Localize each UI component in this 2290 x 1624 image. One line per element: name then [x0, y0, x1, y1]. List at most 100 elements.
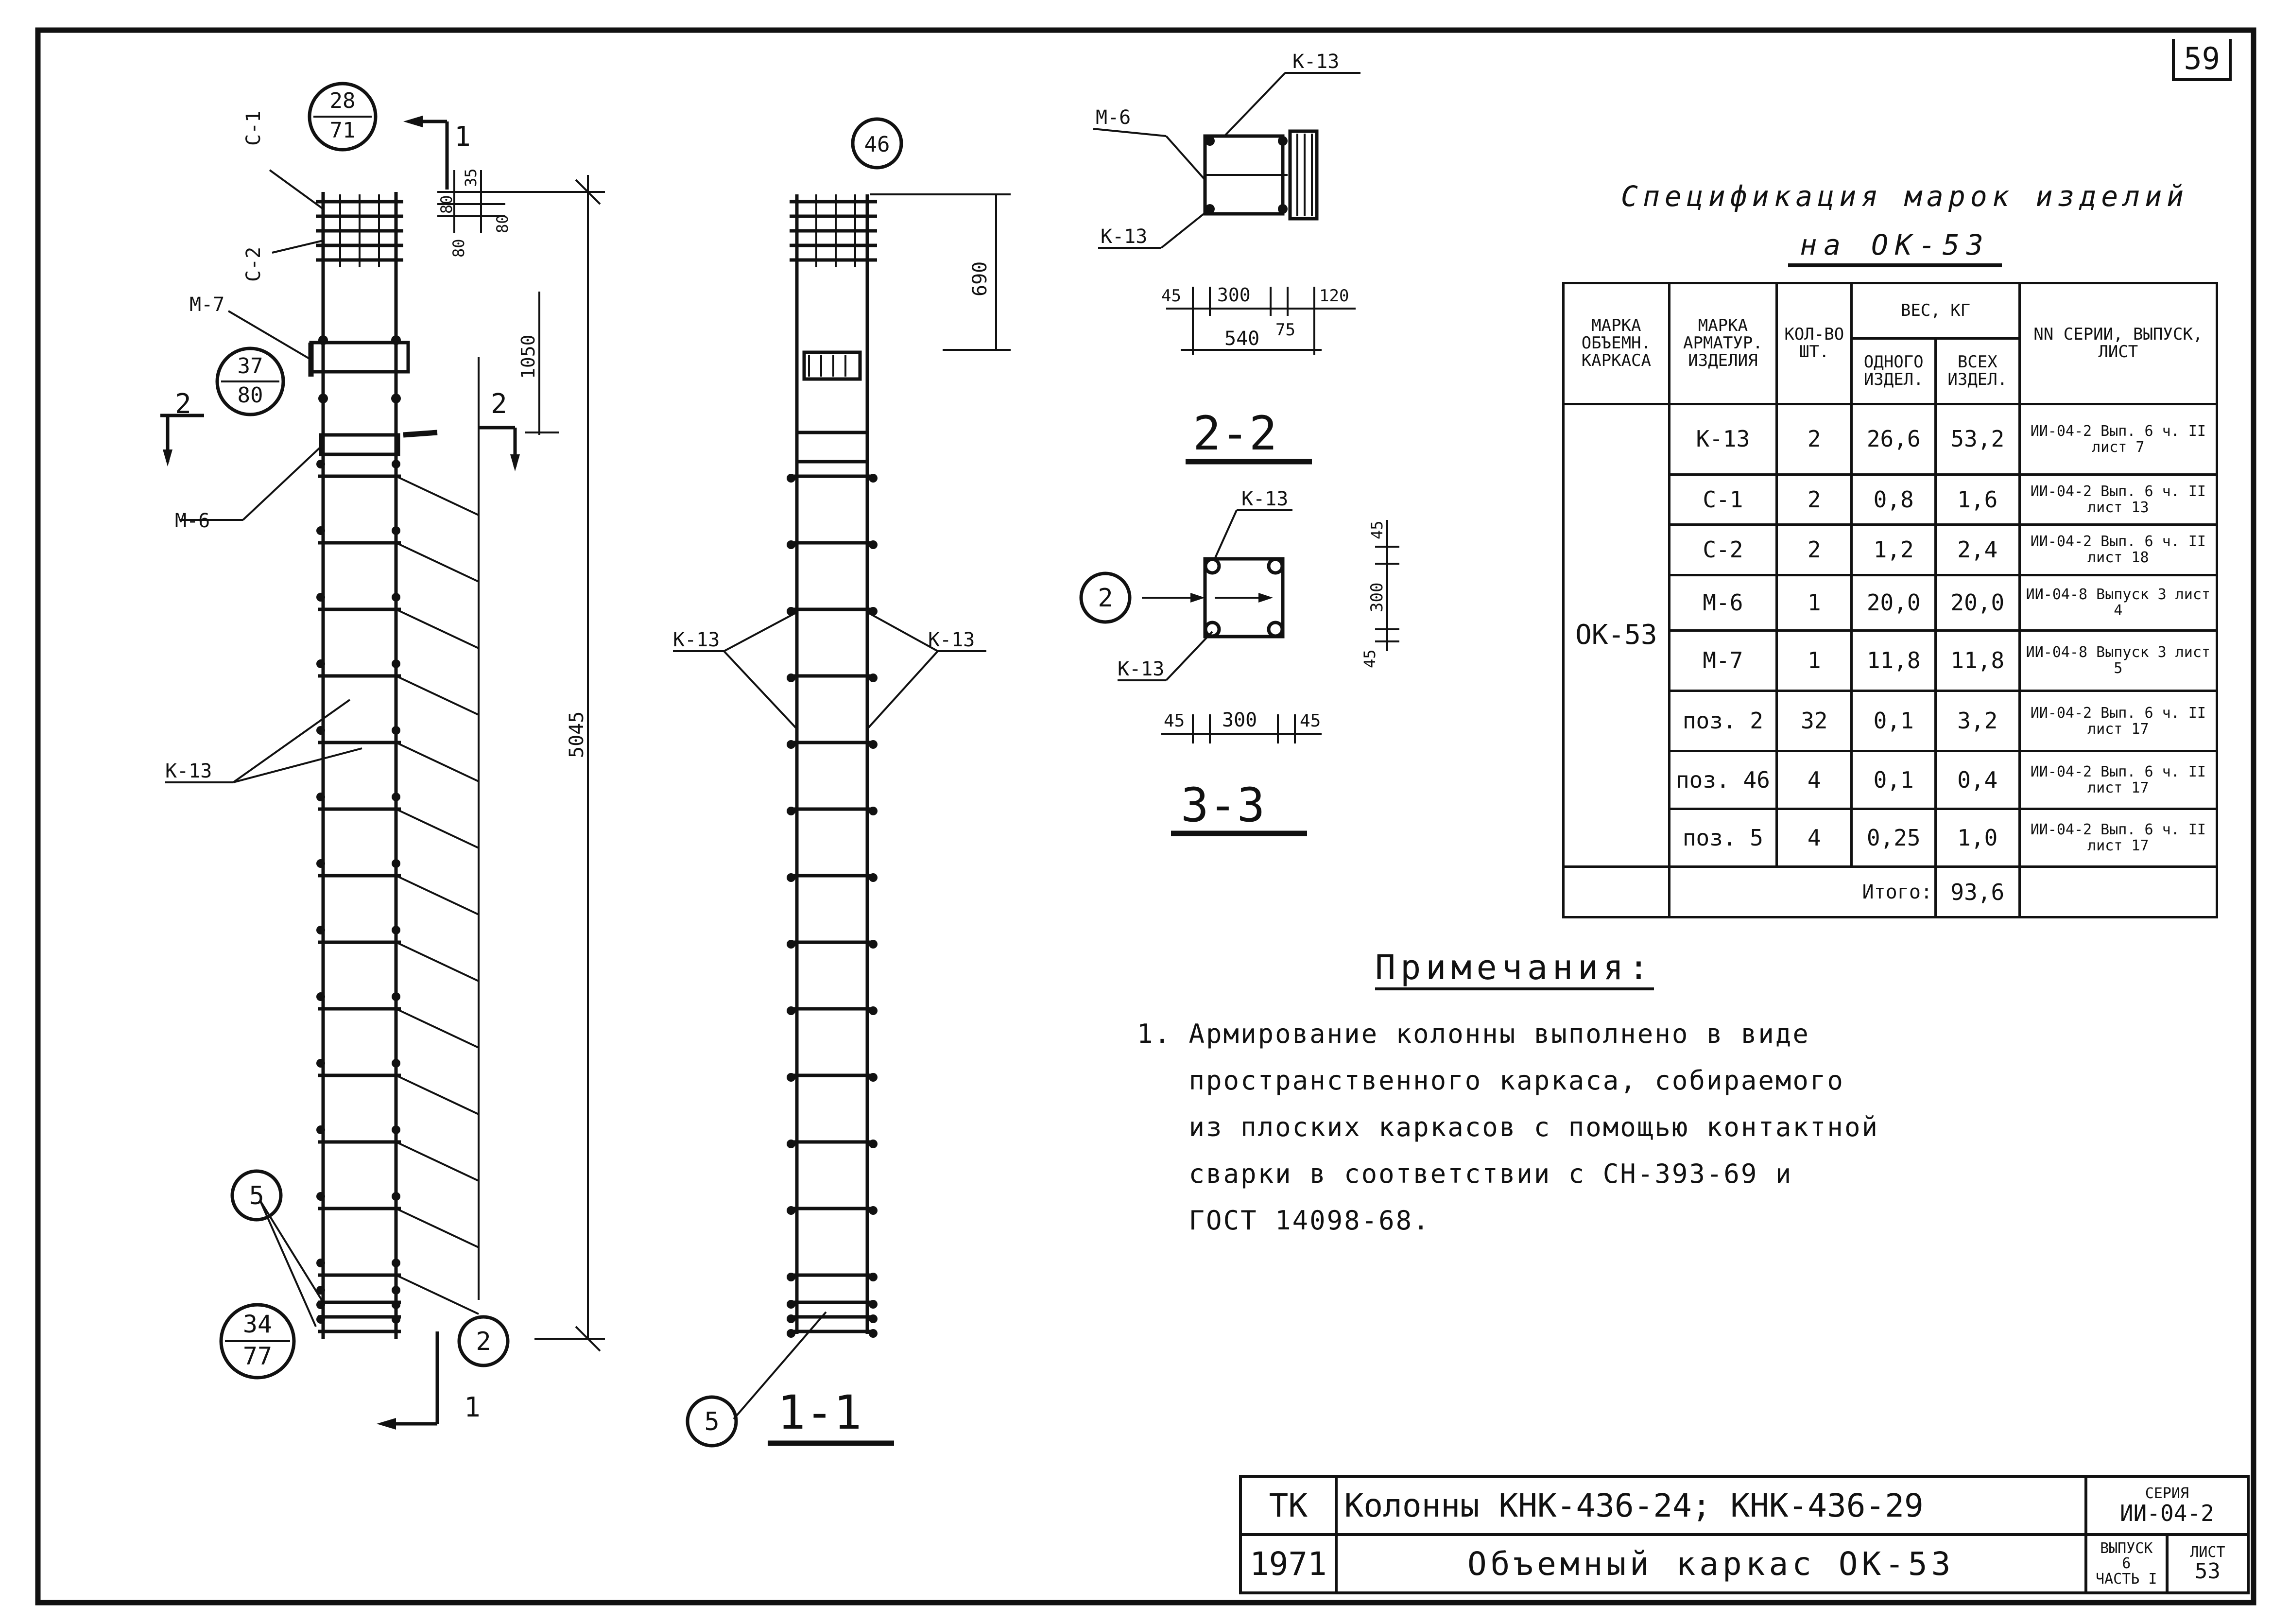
bar-dot [316, 1059, 325, 1068]
cell-one: 26,6 [1850, 402, 1937, 476]
leader-line [396, 1274, 479, 1315]
cell-qty: 4 [1775, 808, 1853, 868]
table-row: поз. 46 4 0,1 0,4 ИИ-04-2 Вып. 6 ч. II л… [1564, 750, 2219, 811]
cell-qty: 4 [1775, 750, 1853, 811]
hdr-weight-one: ОДНОГО ИЗДЕЛ. [1850, 337, 1937, 405]
sheet-frame [35, 27, 2256, 1606]
dim-690: 690 [969, 261, 991, 296]
dim-5045: 5045 [566, 711, 588, 758]
table-row: М-6 1 20,0 20,0 ИИ-04-8 Выпуск 3 лист 4 [1564, 573, 2219, 632]
cell-item: М-6 [1668, 573, 1778, 632]
table-row: С-1 2 0,8 1,6 ИИ-04-2 Вып. 6 ч. II лист … [1564, 473, 2219, 526]
cell-all: 0,4 [1934, 750, 2021, 811]
cell-item: С-2 [1668, 523, 1778, 576]
bar-dot [316, 1192, 325, 1201]
cell-series: ИИ-04-2 Вып. 6 ч. II лист 17 [2018, 808, 2219, 868]
table-row: поз. 5 4 0,25 1,0 ИИ-04-2 Вып. 6 ч. II л… [1564, 808, 2219, 868]
callout-mid-num: 37 [238, 354, 263, 379]
spec-title: Спецификация марок изделий [1621, 180, 2188, 213]
cell-all: 53,2 [1934, 402, 2021, 476]
bar-dot [316, 726, 325, 735]
section-2-2-view [1093, 72, 1360, 465]
dim-3-3-v45b: 45 [1360, 649, 1379, 668]
title-block: ТК Колонны КНК-436-24; КНК-436-29 СЕРИЯ … [1239, 1475, 2250, 1594]
callout-top-num: 28 [330, 88, 356, 113]
bar-dot [391, 335, 401, 345]
stamp-title2: Объемный каркас ОК-53 [1334, 1533, 2087, 1594]
pos2-3-3-label: 2 [1098, 584, 1113, 613]
bar-dot [787, 674, 795, 682]
dim-2-2-45: 45 [1161, 286, 1181, 306]
leader-line [396, 608, 479, 649]
bar-dot [392, 659, 400, 668]
cell-qty: 2 [1775, 402, 1853, 476]
bar-dot [869, 1140, 878, 1148]
pos2-elev-label: 2 [476, 1327, 491, 1356]
cell-series: ИИ-04-8 Выпуск 3 лист 4 [2018, 573, 2219, 632]
dim-80b: 80 [449, 239, 468, 258]
leader-line [396, 542, 479, 583]
total-value: 93,6 [1934, 865, 2021, 918]
bar-dot [787, 1314, 795, 1323]
bar-dot [787, 1140, 795, 1148]
bar-dot [316, 926, 325, 934]
stamp-year: 1971 [1239, 1533, 1338, 1594]
bar-dot [392, 726, 400, 735]
callout-bottom-den: 77 [243, 1342, 272, 1370]
bar-dot [392, 526, 400, 535]
label-sec2-right: 2 [491, 388, 507, 420]
bar-dot [869, 1206, 878, 1215]
callout-28-71: 28 71 [308, 82, 378, 152]
callout-pos5-sec: 5 [686, 1395, 738, 1448]
bar-dot [391, 394, 401, 403]
frame-mark: ОК-53 [1562, 402, 1670, 868]
section-2-2-title: 2-2 [1193, 406, 1277, 461]
dim-3-3-300: 300 [1222, 709, 1257, 731]
bar-dot [316, 526, 325, 535]
bar-dot [316, 460, 325, 468]
bar-dot [392, 926, 400, 934]
label-sec1-top: 1 [454, 121, 471, 153]
leader-line [396, 475, 479, 516]
bar-dot [869, 674, 878, 682]
stamp-series-value: ИИ-04-2 [2119, 1500, 2214, 1526]
stamp-title1: Колонны КНК-436-24; КНК-436-29 [1334, 1475, 2087, 1536]
bar-dot [787, 873, 795, 882]
bar-dot [787, 1206, 795, 1215]
bar-dot [316, 659, 325, 668]
callout-37-80: 37 80 [215, 346, 285, 416]
dim-80a: 80 [437, 195, 456, 214]
bar-dot [787, 1329, 795, 1338]
table-row: поз. 2 32 0,1 3,2 ИИ-04-2 Вып. 6 ч. II л… [1564, 689, 2219, 753]
bar-dot [787, 1006, 795, 1015]
dim-2-2-75: 75 [1275, 320, 1295, 340]
cell-item: М-7 [1668, 629, 1778, 692]
cell-one: 1,2 [1850, 523, 1937, 576]
leader-line [396, 941, 479, 982]
sheet-number: 59 [2172, 39, 2232, 81]
dim-35: 35 [462, 168, 480, 187]
bar-dot [787, 1300, 795, 1309]
leader-line [396, 1008, 479, 1049]
bar-dot [392, 1259, 400, 1267]
cell-qty: 32 [1775, 689, 1853, 753]
callout-mid-den: 80 [238, 383, 263, 408]
stamp-series-label: СЕРИЯ [2145, 1485, 2189, 1503]
spec-table: МАРКА ОБЪЕМН. КАРКАСА МАРКА АРМАТУР. ИЗД… [1562, 282, 2219, 918]
cell-item: К-13 [1668, 402, 1778, 476]
bar-dot [869, 1273, 878, 1281]
dim-2-2-120: 120 [1319, 286, 1349, 306]
bar-dot [392, 460, 400, 468]
bar-dot [392, 793, 400, 801]
bar-dot [869, 1300, 878, 1309]
dim-2-2-300: 300 [1217, 284, 1251, 306]
cell-series: ИИ-04-8 Выпуск 3 лист 5 [2018, 629, 2219, 692]
cell-all: 11,8 [1934, 629, 2021, 692]
cell-series: ИИ-04-2 Вып. 6 ч. II лист 17 [2018, 750, 2219, 811]
bar-dot [392, 1315, 400, 1324]
callout-pos2-elev: 2 [457, 1315, 510, 1367]
dim-3-3-v45a: 45 [1368, 520, 1386, 539]
section-3-3-title: 3-3 [1181, 778, 1265, 832]
leader-line [396, 808, 479, 849]
pos5-sec-label: 5 [704, 1407, 719, 1436]
